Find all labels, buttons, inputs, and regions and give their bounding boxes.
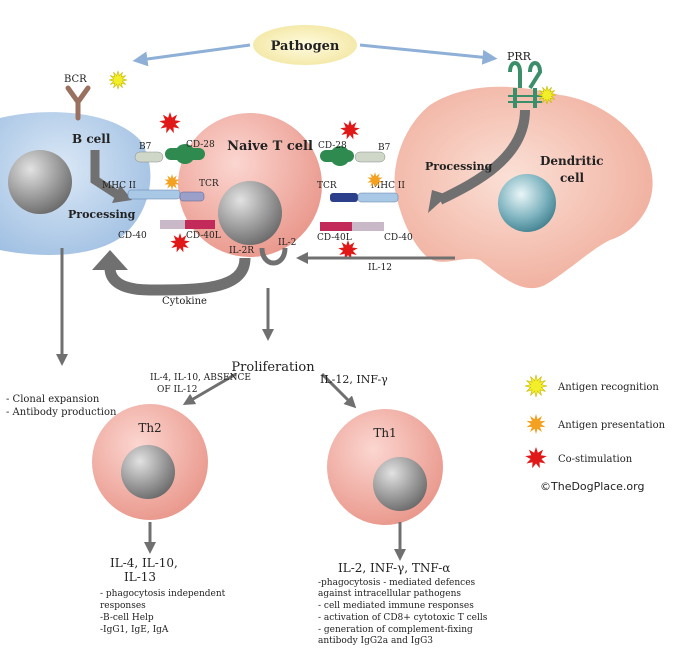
b-cell-label: B cell xyxy=(72,132,111,146)
dc-processing-label: Processing xyxy=(425,160,493,173)
left-cd28-label: CD-28 xyxy=(186,140,215,150)
antigen-recognition-star-bcr xyxy=(108,70,128,90)
th1-effect-6: antibody IgG2a and IgG3 xyxy=(318,636,433,646)
left-b7 xyxy=(134,151,164,163)
th2-secretes-1: IL-4, IL-10, xyxy=(110,556,178,570)
antigen-markers xyxy=(108,70,557,260)
left-mhc xyxy=(127,189,181,200)
left-b7-label: B7 xyxy=(139,142,152,152)
left-tcr-label: TCR xyxy=(199,179,219,189)
th2-effect-3: -B-cell Help xyxy=(100,613,154,623)
th2-effect-1: - phagocytosis independent xyxy=(100,589,226,599)
th2-nucleus xyxy=(121,445,175,499)
right-cd40-label: CD-40 xyxy=(384,233,413,243)
th1-effect-5: - generation of complement-fixing xyxy=(318,625,473,635)
right-mhc-label: MHC II xyxy=(371,181,405,191)
legend: Antigen recognition Antigen presentation… xyxy=(524,374,666,469)
copyright-label: ©TheDogPlace.org xyxy=(540,480,644,493)
legend-label-presentation: Antigen presentation xyxy=(557,420,666,431)
antigen-recognition-star-prr xyxy=(537,85,557,105)
right-tcr-label: TCR xyxy=(317,181,337,191)
th2-condition-2: OF IL-12 xyxy=(157,385,198,395)
right-cd40l xyxy=(320,222,352,231)
right-cd40 xyxy=(352,222,384,231)
il2r-label: IL-2R xyxy=(229,246,254,256)
right-cd40l-label: CD-40L xyxy=(317,233,352,243)
pathogen-to-bcell-arrow xyxy=(132,43,251,67)
right-tcr xyxy=(330,193,358,202)
left-cd40l xyxy=(185,220,215,229)
left-cd40 xyxy=(160,220,188,229)
dendritic-label-2: cell xyxy=(560,171,585,185)
th2-secretes-2: IL-13 xyxy=(124,570,156,584)
co-stimulation-star-top-left xyxy=(159,112,181,134)
co-stimulation-star-bottom-right xyxy=(338,240,358,260)
to-th2-arrow xyxy=(182,372,237,406)
dendritic-label-1: Dendritic xyxy=(540,154,603,168)
th1-label: Th1 xyxy=(373,426,396,440)
bcr-receptor xyxy=(65,85,91,121)
th1-secretes: IL-2, INF-γ, TNF-α xyxy=(338,561,450,575)
b-cell xyxy=(0,112,151,255)
dc-processing-arrow xyxy=(437,109,530,205)
th1-effect-2: against intracellular pathogens xyxy=(318,589,461,599)
legend-label-costimulation: Co-stimulation xyxy=(558,454,633,465)
bcell-outcome-2: - Antibody production xyxy=(6,407,117,418)
b-cell-nucleus xyxy=(8,150,72,214)
dendritic-nucleus xyxy=(498,174,556,232)
prr-label: PRR xyxy=(507,50,532,63)
th2-condition-1: IL-4, IL-10, ABSENCE xyxy=(150,373,251,383)
th2-effect-2: responses xyxy=(100,601,146,611)
th1-effect-3: - cell mediated immune responses xyxy=(318,601,474,611)
th2-label: Th2 xyxy=(138,421,161,435)
bcell-processing-label: Processing xyxy=(68,208,136,221)
cytokine-label: Cytokine xyxy=(162,296,207,307)
naive-t-nucleus xyxy=(218,181,282,245)
naive-t-label: Naive T cell xyxy=(227,139,313,154)
left-mhc-label: MHC II xyxy=(102,181,136,191)
right-b7-label: B7 xyxy=(378,143,391,153)
right-b7 xyxy=(354,151,386,163)
left-cd40-label: CD-40 xyxy=(118,231,147,241)
th1-effect-1: -phagocytosis - mediated defences xyxy=(318,578,476,588)
th1-condition: IL-12, INF-γ xyxy=(320,373,388,386)
to-th1-arrow xyxy=(320,372,357,409)
co-stimulation-star-top-right xyxy=(340,120,360,140)
bcr-label: BCR xyxy=(64,74,87,85)
left-cd40l-label: CD-40L xyxy=(186,231,221,241)
legend-label-recognition: Antigen recognition xyxy=(557,382,659,393)
antigen-presentation-star-right xyxy=(367,172,383,188)
bcell-outcome-1: - Clonal expansion xyxy=(6,394,100,405)
prr-receptor xyxy=(508,61,543,108)
th2-effect-4: -IgG1, IgE, IgA xyxy=(100,625,169,635)
legend-icon-recognition xyxy=(524,374,548,398)
il2-loop xyxy=(259,247,288,266)
legend-icon-presentation xyxy=(526,414,546,434)
cytokine-arrow xyxy=(104,257,251,296)
pathogen-blob xyxy=(253,25,357,65)
bcell-processing-arrow xyxy=(90,150,121,199)
th1-effect-4: - activation of CD8+ cytotoxic T cells xyxy=(318,613,488,623)
right-cd28-label: CD-28 xyxy=(318,141,347,151)
pathogen-label: Pathogen xyxy=(271,39,340,54)
th1-nucleus xyxy=(373,457,427,511)
pathogen-to-dc-arrow xyxy=(359,43,498,65)
il12-label: IL-12 xyxy=(368,263,392,273)
antigen-presentation-star-left xyxy=(164,174,180,190)
proliferation-label: Proliferation xyxy=(231,360,315,375)
right-mhc xyxy=(357,192,399,203)
il2-label: IL-2 xyxy=(278,238,296,248)
co-stimulation-star-bottom-left xyxy=(170,233,190,253)
legend-icon-costimulation xyxy=(525,447,547,469)
left-tcr xyxy=(179,191,205,202)
